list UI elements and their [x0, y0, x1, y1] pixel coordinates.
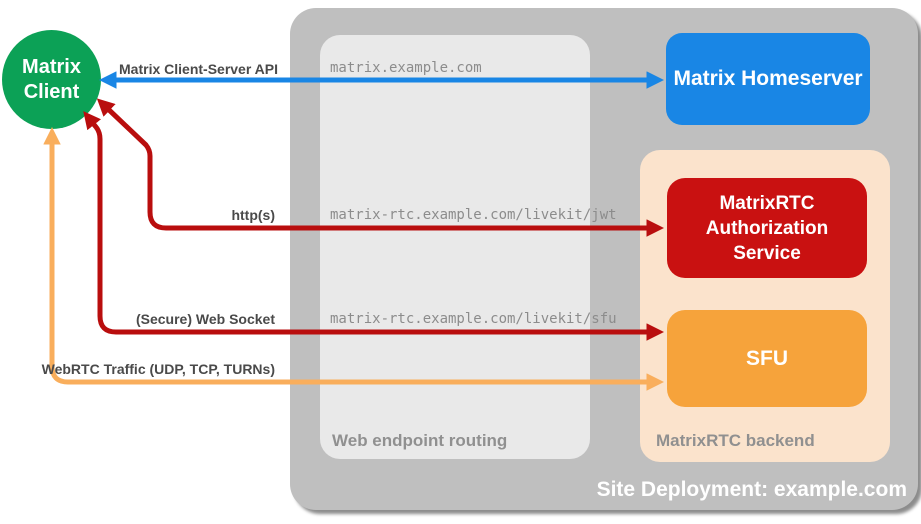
matrix-homeserver-label: Matrix Homeserver — [673, 67, 863, 90]
endpoint-url-livekit-jwt: matrix-rtc.example.com/livekit/jwt — [330, 207, 617, 223]
endpoint-url-livekit-sfu: matrix-rtc.example.com/livekit/sfu — [330, 311, 617, 327]
matrix-homeserver-node: Matrix Homeserver — [666, 33, 870, 125]
matrix-client-label-line2: Client — [23, 80, 80, 103]
web-endpoint-routing-container — [320, 35, 590, 459]
matrix-client-node: Matrix Client — [2, 30, 101, 129]
https-arrow-label: http(s) — [231, 207, 275, 223]
matrixrtc-authorization-service-node: MatrixRTC Authorization Service — [667, 178, 867, 278]
endpoint-url-matrix: matrix.example.com — [330, 60, 482, 76]
web-endpoint-routing-label: Web endpoint routing — [332, 431, 508, 450]
webrtc-traffic-arrow-label: WebRTC Traffic (UDP, TCP, TURNs) — [41, 361, 275, 377]
matrixrtc-authorization-service-label: MatrixRTC Authorization Service — [705, 192, 829, 264]
client-server-api-arrow-label: Matrix Client-Server API — [119, 61, 278, 77]
site-deployment-title: Site Deployment: example.com — [596, 478, 907, 501]
sfu-node: SFU — [667, 310, 867, 407]
sfu-label: SFU — [746, 346, 788, 370]
matrixrtc-backend-label: MatrixRTC backend — [656, 431, 815, 450]
websocket-arrow-label: (Secure) Web Socket — [135, 311, 275, 327]
matrix-client-label-line1: Matrix — [22, 55, 81, 78]
